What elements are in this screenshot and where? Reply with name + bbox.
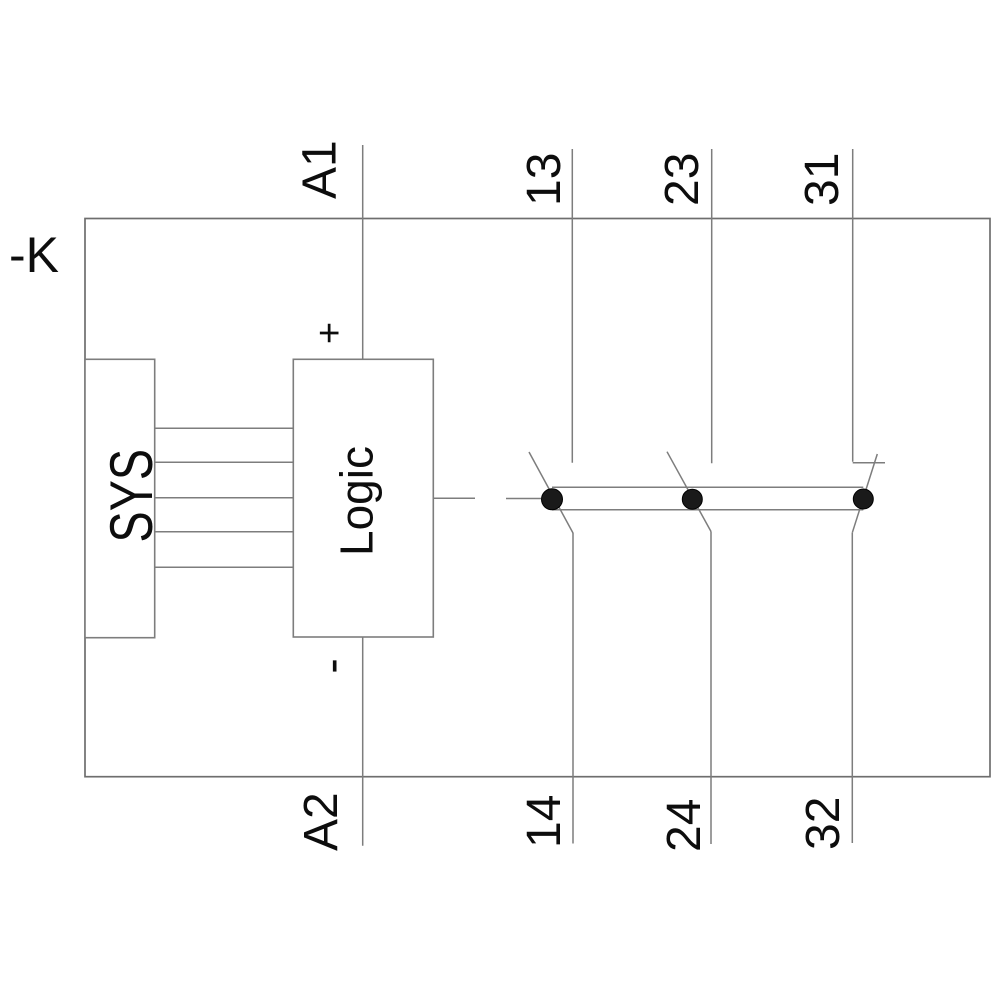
contact-dot-3 bbox=[852, 488, 874, 510]
logic-box bbox=[292, 358, 435, 638]
sys-label: SYS bbox=[98, 449, 165, 543]
terminal-label-a1: A1 bbox=[294, 140, 347, 199]
terminal-label-13: 13 bbox=[518, 153, 571, 206]
contact-dot-1 bbox=[541, 488, 563, 511]
polarity-minus-sign: - bbox=[305, 658, 357, 673]
terminal-label-a2: A2 bbox=[295, 792, 348, 851]
terminal-label-14: 14 bbox=[518, 795, 571, 848]
logic-label: Logic bbox=[331, 446, 383, 556]
terminal-label-32: 32 bbox=[797, 797, 850, 850]
device-label: -K bbox=[9, 227, 59, 283]
sys-box bbox=[84, 358, 156, 639]
polarity-plus-sign: + bbox=[309, 322, 351, 344]
terminal-label-23: 23 bbox=[656, 153, 709, 206]
terminal-label-24: 24 bbox=[658, 799, 711, 852]
sys-logic-bus bbox=[154, 427, 294, 569]
contact-dot-2 bbox=[681, 488, 703, 510]
terminal-label-31: 31 bbox=[796, 153, 849, 206]
